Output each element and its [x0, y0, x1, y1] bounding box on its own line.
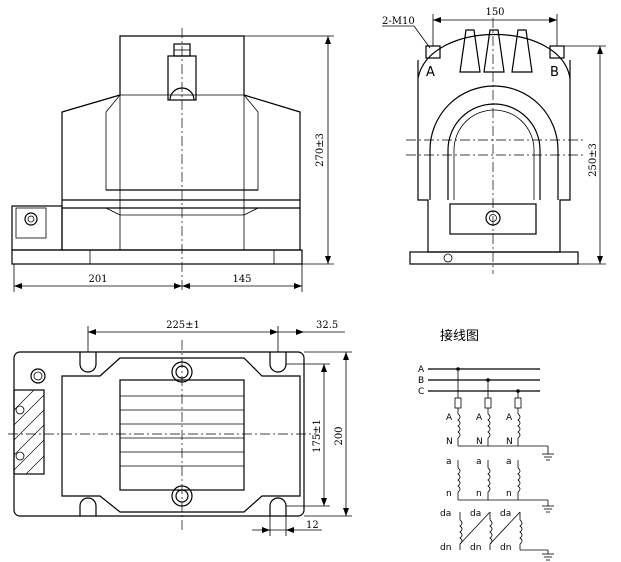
primary-bottom-1: N — [446, 437, 453, 447]
secondary-windings — [457, 460, 554, 513]
phase-c-label: C — [418, 387, 424, 397]
phase-b-label: B — [418, 376, 424, 386]
phase-column-2 — [484, 378, 492, 446]
front-height-dim: 270±3 — [315, 133, 326, 167]
secondary-top-2: a — [476, 457, 482, 467]
residual-bottom-1: dn — [440, 543, 451, 553]
front-left-dim: 201 — [88, 274, 107, 285]
secondary-bottom-1: n — [446, 489, 452, 499]
residual-top-3: da — [500, 509, 511, 519]
primary-top-3: A — [506, 413, 513, 423]
outer-dim: 200 — [334, 426, 345, 445]
edge-dim: 32.5 — [316, 320, 338, 331]
side-height-dim: 250±3 — [588, 143, 599, 177]
terminal-a-label: A — [426, 65, 435, 80]
top-view: 225±1 32.5 175±1 200 12 — [8, 320, 352, 536]
residual-top-1: da — [440, 509, 451, 519]
secondary-top-3: a — [506, 457, 512, 467]
residual-windings — [459, 511, 554, 561]
primary-top-1: A — [446, 413, 453, 423]
secondary-top-1: a — [446, 457, 452, 467]
residual-bottom-3: dn — [500, 543, 511, 553]
phase-column-3 — [514, 389, 522, 446]
residual-bottom-2: dn — [470, 543, 481, 553]
side-width-dim: 150 — [485, 7, 504, 18]
secondary-bottom-3: n — [506, 489, 512, 499]
primary-bottom-3: N — [506, 437, 513, 447]
front-view: 270±3 201 145 — [11, 28, 334, 292]
front-right-dim: 145 — [232, 274, 251, 285]
wiring-title: 接线图 — [440, 328, 479, 344]
secondary-bottom-2: n — [476, 489, 482, 499]
primary-top-2: A — [476, 413, 483, 423]
phase-column-1 — [454, 367, 548, 447]
hole-spacing-dim: 225±1 — [166, 320, 200, 331]
phase-a-label: A — [418, 365, 425, 375]
slot-dim: 12 — [306, 520, 319, 531]
primary-bottom-2: N — [476, 437, 483, 447]
inner-dim: 175±1 — [312, 419, 323, 453]
side-view: A B 150 2-M10 250±3 — [382, 7, 606, 274]
bolt-label: 2-M10 — [382, 16, 415, 27]
terminal-b-label: B — [550, 65, 559, 80]
wiring-diagram: 接线图 A B C — [418, 328, 554, 561]
residual-top-2: da — [470, 509, 481, 519]
